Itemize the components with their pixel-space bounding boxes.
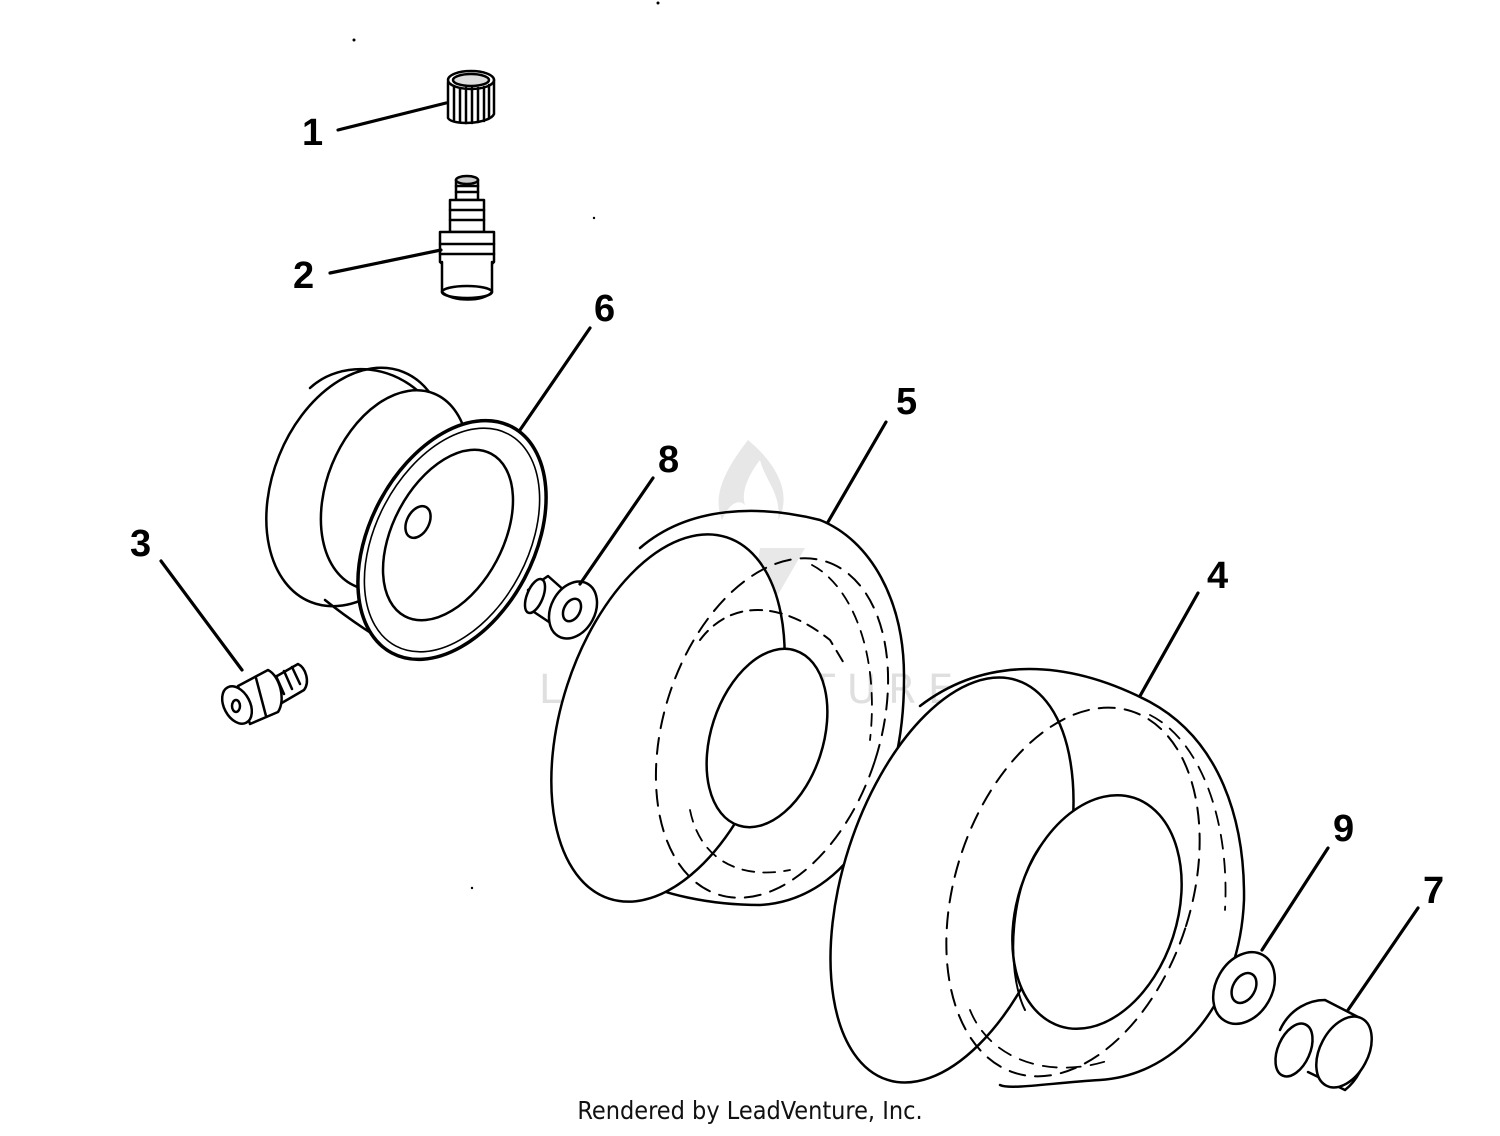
- part-wheel-rim: [233, 341, 585, 692]
- callout-6: 6: [594, 288, 615, 330]
- part-bolt: [216, 664, 307, 729]
- part-valve-stem: [440, 176, 494, 300]
- leader-line-2: [330, 250, 441, 273]
- callout-7: 7: [1423, 870, 1444, 912]
- leader-line-4: [1140, 593, 1198, 696]
- watermark-flame-icon: [718, 440, 784, 520]
- part-bushing: [521, 573, 607, 647]
- leader-line-9: [1262, 848, 1328, 950]
- leader-line-6: [520, 328, 590, 430]
- callout-2: 2: [293, 255, 314, 297]
- leader-line-8: [580, 478, 653, 584]
- leader-line-3: [161, 561, 242, 670]
- footer-credit: Rendered by LeadVenture, Inc.: [577, 1096, 923, 1125]
- leader-line-5: [828, 422, 886, 522]
- callout-1: 1: [302, 112, 323, 154]
- callout-8: 8: [658, 439, 679, 481]
- callout-4: 4: [1207, 555, 1228, 597]
- leader-line-1: [338, 103, 446, 130]
- part-inner-tire: [508, 505, 928, 932]
- callout-5: 5: [896, 381, 917, 423]
- part-washer: [1201, 941, 1287, 1035]
- part-valve-cap: [448, 71, 494, 123]
- leader-line-7: [1348, 908, 1418, 1010]
- scan-specks: [352, 1, 660, 890]
- callout-numbers: 1 2 3 4 5 6 7 8 9: [130, 112, 1444, 912]
- part-tire: [784, 647, 1244, 1113]
- part-hub-cap: [1268, 1000, 1383, 1097]
- callout-3: 3: [130, 523, 151, 565]
- leader-lines: [161, 103, 1418, 1010]
- callout-9: 9: [1333, 808, 1354, 850]
